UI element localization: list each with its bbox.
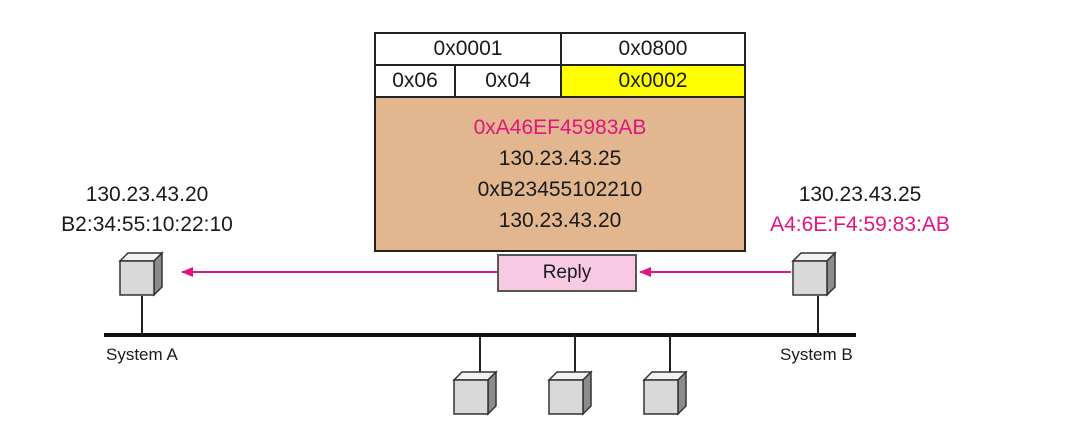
sender-protocol-address: 130.23.43.25 <box>498 147 622 170</box>
protocol-length-field: 0x04 <box>454 64 562 98</box>
computer-icon <box>453 371 497 415</box>
hardware-length-field: 0x06 <box>374 64 456 98</box>
hardware-type-field: 0x0001 <box>374 32 562 66</box>
system-b-computer-icon <box>792 252 836 296</box>
protocol-type-field: 0x0800 <box>560 32 746 66</box>
system-a-addresses: 130.23.43.20 B2:34:55:10:22:10 <box>52 180 242 240</box>
packet-address-body: 0xA46EF45983AB 130.23.43.25 0xB234551022… <box>374 96 746 252</box>
reply-label: Reply <box>497 254 637 292</box>
system-b-ip: 130.23.43.25 <box>798 183 922 206</box>
system-b-addresses: 130.23.43.25 A4:6E:F4:59:83:AB <box>750 180 970 240</box>
system-b-mac: A4:6E:F4:59:83:AB <box>770 213 950 236</box>
computer-icon <box>548 371 592 415</box>
target-hardware-address: 0xB23455102210 <box>477 178 643 201</box>
system-a-computer-icon <box>119 252 163 296</box>
target-protocol-address: 130.23.43.20 <box>498 209 622 232</box>
system-a-label: System A <box>106 345 178 364</box>
system-a-ip: 130.23.43.20 <box>85 183 209 206</box>
system-a-mac: B2:34:55:10:22:10 <box>61 213 233 236</box>
operation-field: 0x0002 <box>560 64 746 98</box>
sender-hardware-address: 0xA46EF45983AB <box>473 116 647 139</box>
computer-icon <box>643 371 687 415</box>
system-b-label: System B <box>780 345 853 364</box>
